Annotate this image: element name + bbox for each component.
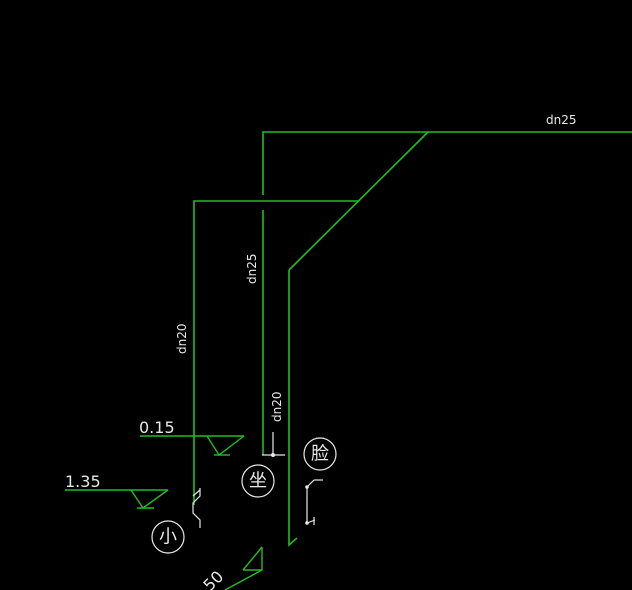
urinal-valve-symbol xyxy=(192,488,201,528)
washbasin-fixture-label: 脸 xyxy=(311,444,329,465)
label-dn20-left: dn20 xyxy=(175,324,189,355)
pipe-main-dn25[interactable] xyxy=(262,131,632,195)
urinal-fixture[interactable]: 小 xyxy=(151,520,185,554)
pipe-riser-right[interactable] xyxy=(288,270,298,547)
elevation-label-lower: 1.35 xyxy=(65,472,101,491)
pipe-diagonal-dn25[interactable] xyxy=(288,131,429,271)
elevation-label-partial: 50 xyxy=(199,567,227,590)
urinal-fixture-label: 小 xyxy=(159,527,177,548)
elevation-marker-lower: 1.35 xyxy=(65,472,169,509)
basin-valve-symbol xyxy=(305,479,323,525)
toilet-fixture[interactable]: 坐 xyxy=(241,464,275,498)
elevation-marker-upper: 0.15 xyxy=(139,418,245,457)
pipe-branch-dn20[interactable] xyxy=(193,200,358,505)
elevation-marker-partial: 50 xyxy=(199,546,263,590)
label-dn25-vertical: dn25 xyxy=(245,254,259,285)
toilet-fixture-label: 坐 xyxy=(249,471,267,492)
elevation-label-upper: 0.15 xyxy=(139,418,175,437)
pipe-network xyxy=(193,131,632,547)
toilet-valve-symbol xyxy=(262,432,285,457)
label-dn25-top: dn25 xyxy=(546,113,577,127)
washbasin-fixture[interactable]: 脸 xyxy=(303,437,337,471)
label-dn20-right: dn20 xyxy=(270,392,284,423)
